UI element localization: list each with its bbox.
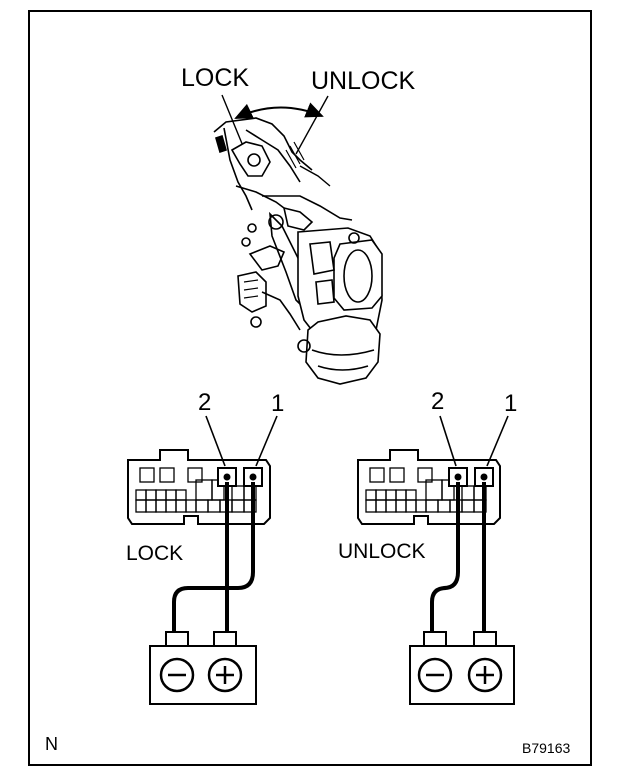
lock-unlock-arrow bbox=[234, 102, 324, 119]
door-lock-mechanism bbox=[213, 94, 383, 385]
lock-direction-label: LOCK bbox=[181, 64, 250, 92]
right-test-leads bbox=[430, 482, 486, 636]
right-battery bbox=[409, 631, 515, 705]
corner-mark: N bbox=[45, 734, 58, 754]
left-battery bbox=[149, 631, 257, 705]
figure-code: B79163 bbox=[522, 740, 571, 756]
left-connector-caption: LOCK bbox=[126, 542, 184, 565]
unlock-direction-label: UNLOCK bbox=[311, 67, 416, 95]
right-connector-caption: UNLOCK bbox=[338, 540, 426, 563]
left-connector bbox=[127, 415, 278, 525]
left-test-leads bbox=[172, 482, 255, 636]
right-pin-1-label: 1 bbox=[504, 390, 518, 417]
left-pin-1-label: 1 bbox=[271, 390, 285, 417]
right-pin-2-label: 2 bbox=[431, 388, 445, 415]
figure-frame bbox=[28, 10, 592, 766]
left-pin-2-label: 2 bbox=[198, 389, 212, 416]
